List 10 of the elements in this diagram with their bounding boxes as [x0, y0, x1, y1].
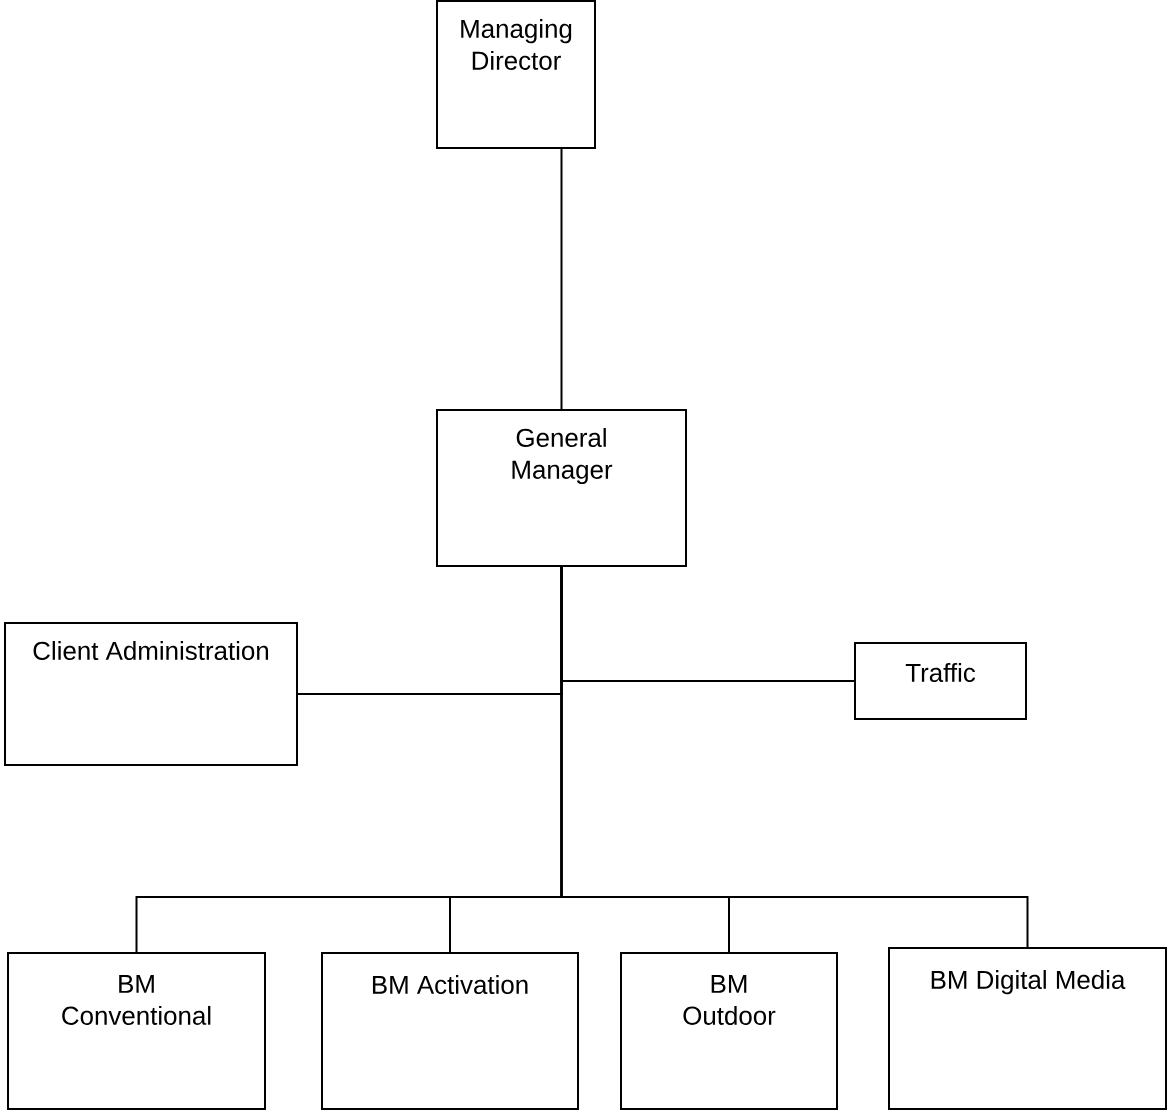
connector-line: [560, 566, 1029, 948]
org-box: BM Conventional: [7, 952, 266, 1110]
org-box: BM Activation: [321, 952, 579, 1110]
org-box: Managing Director: [436, 0, 596, 149]
org-box: Traffic: [854, 642, 1027, 720]
connector-line: [560, 148, 563, 410]
org-box: BM Digital Media: [888, 947, 1167, 1110]
org-box: Client Administration: [4, 622, 298, 766]
org-box: General Manager: [436, 409, 687, 567]
org-box: BM Outdoor: [620, 952, 838, 1110]
